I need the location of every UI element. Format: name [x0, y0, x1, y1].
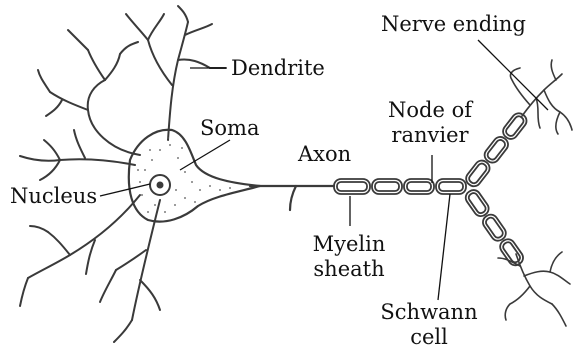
myelin-sheath-line1: Myelin — [304, 232, 394, 257]
node-of-ranvier-label: Node of ranvier — [385, 98, 475, 148]
axon-label: Axon — [298, 142, 351, 167]
axon — [250, 186, 334, 210]
node-of-ranvier-line2: ranvier — [385, 123, 475, 148]
nucleus-label: Nucleus — [10, 184, 97, 209]
dendrites — [20, 6, 226, 342]
soma — [129, 130, 260, 222]
nucleus — [150, 175, 170, 195]
soma-label: Soma — [200, 116, 259, 141]
schwann-cell-line2: cell — [374, 325, 484, 350]
myelin-sheath-line2: sheath — [304, 257, 394, 282]
schwann-cell-line1: Schwann — [374, 300, 484, 325]
schwann-cell-label: Schwann cell — [374, 300, 484, 350]
nerve-endings — [498, 60, 572, 326]
dendrite-label: Dendrite — [231, 56, 325, 81]
nerve-ending-label: Nerve ending — [381, 12, 526, 37]
node-of-ranvier-line1: Node of — [385, 98, 475, 123]
myelin-sheath-label: Myelin sheath — [304, 232, 394, 282]
